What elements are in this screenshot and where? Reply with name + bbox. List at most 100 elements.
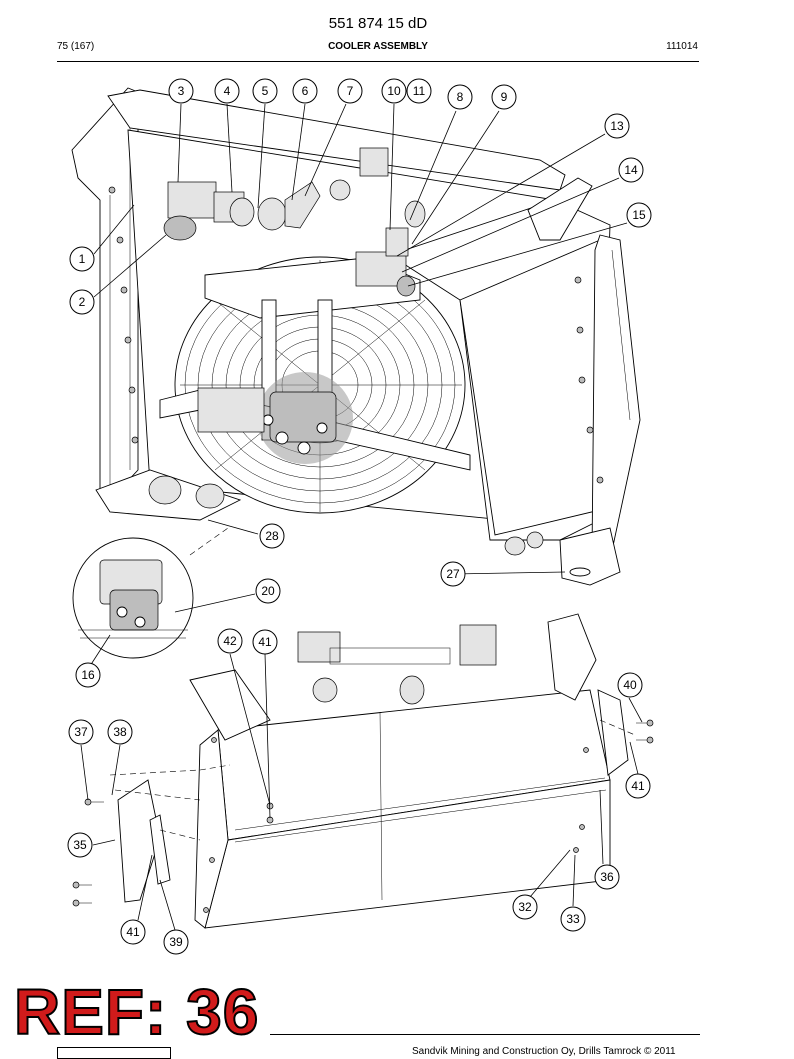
callout-bubble	[406, 78, 432, 104]
callout-c28: 28	[259, 523, 285, 549]
callout-c3: 3	[168, 78, 194, 104]
callout-c2: 2	[69, 289, 95, 315]
callout-bubble	[69, 246, 95, 272]
callout-number: 2	[79, 295, 86, 309]
callout-c35: 35	[67, 832, 93, 858]
callout-number: 10	[387, 84, 401, 98]
callout-c5: 5	[252, 78, 278, 104]
callout-c8: 8	[447, 84, 473, 110]
callout-number: 41	[126, 925, 140, 939]
callout-c7: 7	[337, 78, 363, 104]
publisher-logo	[57, 1047, 171, 1059]
callout-number: 3	[178, 84, 185, 98]
callout-number: 6	[302, 84, 309, 98]
callout-c14: 14	[618, 157, 644, 183]
lower-cooler-assembly	[72, 613, 654, 929]
callout-bubble	[594, 864, 620, 890]
header-rule	[57, 61, 699, 62]
callout-bubble	[626, 202, 652, 228]
callout-number: 5	[262, 84, 269, 98]
callout-c38: 38	[107, 719, 133, 745]
callout-number: 41	[631, 779, 645, 793]
callout-c15: 15	[626, 202, 652, 228]
callout-bubble	[255, 578, 281, 604]
callout-c6: 6	[292, 78, 318, 104]
callout-number: 13	[610, 119, 624, 133]
callout-c37: 37	[68, 719, 94, 745]
callout-number: 9	[501, 90, 508, 104]
callout-bubble	[381, 78, 407, 104]
callout-c13: 13	[604, 113, 630, 139]
reference-stamp: REF: 36	[13, 976, 260, 1048]
callout-c27: 27	[440, 561, 466, 587]
callout-bubble	[618, 157, 644, 183]
callout-bubble	[252, 78, 278, 104]
callout-c1: 1	[69, 246, 95, 272]
callout-bubble	[447, 84, 473, 110]
callout-number: 11	[413, 84, 426, 98]
upper-cooler-assembly	[71, 87, 641, 586]
callout-bubble	[107, 719, 133, 745]
callout-c20: 20	[255, 578, 281, 604]
callout-number: 32	[518, 900, 532, 914]
callout-number: 27	[446, 567, 460, 581]
callout-bubble	[67, 832, 93, 858]
footer-rule	[270, 1034, 700, 1035]
callout-c32: 32	[512, 894, 538, 920]
callout-number: 16	[81, 668, 95, 682]
callout-number: 1	[79, 252, 86, 266]
callout-number: 37	[74, 725, 88, 739]
callout-bubble	[75, 662, 101, 688]
callout-number: 42	[223, 634, 237, 648]
callout-number: 20	[261, 584, 275, 598]
motor-detail-view	[72, 527, 229, 659]
callout-number: 40	[623, 678, 637, 692]
copyright-text: Sandvik Mining and Construction Oy, Dril…	[412, 1046, 676, 1057]
callout-bubble	[292, 78, 318, 104]
callout-number: 8	[457, 90, 464, 104]
callout-bubble	[512, 894, 538, 920]
callout-bubble	[440, 561, 466, 587]
date-code: 111014	[666, 41, 698, 52]
callout-c42: 42	[217, 628, 243, 654]
callout-bubble	[68, 719, 94, 745]
callout-bubble	[259, 523, 285, 549]
callout-number: 36	[600, 870, 614, 884]
callout-bubble	[560, 906, 586, 932]
callout-number: 14	[624, 163, 638, 177]
leader-lines	[80, 103, 643, 931]
callout-bubble	[337, 78, 363, 104]
callout-bubble	[217, 628, 243, 654]
callout-c41b: 41	[625, 773, 651, 799]
callout-bubble	[491, 84, 517, 110]
callout-number: 28	[265, 529, 279, 543]
callout-number: 15	[632, 208, 646, 222]
callout-bubble	[604, 113, 630, 139]
callout-number: 41	[258, 635, 272, 649]
callout-bubble	[163, 929, 189, 955]
section-title: COOLER ASSEMBLY	[328, 41, 428, 52]
callout-layer: 1 2 3 4 5 6 7 8 9 10 11 13 14 15 16 20 27 28 32 33 35 36 37 38 3…	[67, 78, 652, 955]
callout-c39: 39	[163, 929, 189, 955]
callout-c9: 9	[491, 84, 517, 110]
callout-c10: 10	[381, 78, 407, 104]
callout-c33: 33	[560, 906, 586, 932]
callout-bubble	[252, 629, 278, 655]
callout-bubble	[214, 78, 240, 104]
callout-bubble	[625, 773, 651, 799]
callout-bubble	[120, 919, 146, 945]
callout-c16: 16	[75, 662, 101, 688]
callout-c11: 11	[406, 78, 432, 104]
callout-bubble	[69, 289, 95, 315]
callout-c4: 4	[214, 78, 240, 104]
callout-c41c: 41	[120, 919, 146, 945]
callout-bubble	[617, 672, 643, 698]
page-reference: 75 (167)	[57, 41, 95, 52]
callout-number: 7	[347, 84, 354, 98]
callout-number: 4	[224, 84, 231, 98]
callout-number: 38	[113, 725, 127, 739]
callout-c40: 40	[617, 672, 643, 698]
callout-bubble	[168, 78, 194, 104]
callout-number: 33	[566, 912, 580, 926]
